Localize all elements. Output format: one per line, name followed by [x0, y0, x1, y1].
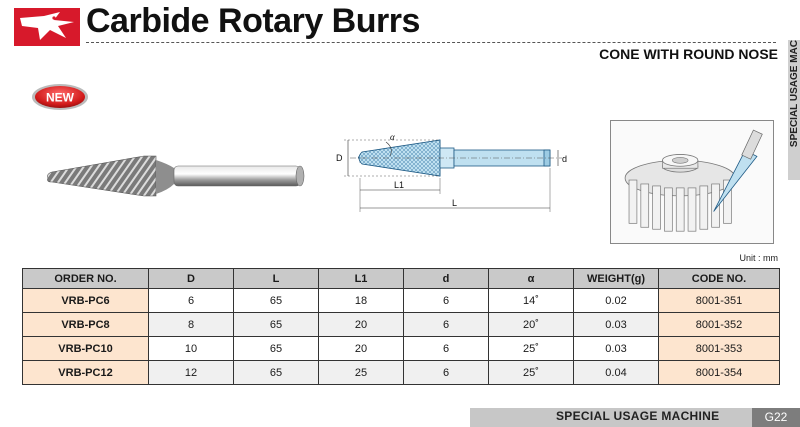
- unit-note: Unit : mm: [739, 253, 778, 263]
- new-badge: NEW: [32, 84, 88, 110]
- title-divider: [86, 42, 776, 43]
- dim-L-label: L: [452, 198, 457, 208]
- col-L1: L1: [318, 268, 404, 289]
- cell-order-no: VRB-PC12: [22, 360, 149, 385]
- cell-alpha: 14˚: [488, 288, 574, 313]
- table-row: VRB-PC12 12 65 25 6 25˚ 0.04 8001-354: [22, 360, 780, 385]
- brand-logo-icon: [14, 8, 80, 46]
- dim-alpha-label: α: [390, 132, 395, 142]
- cell-alpha: 25˚: [488, 336, 574, 361]
- col-alpha: α: [488, 268, 574, 289]
- cell-weight: 0.04: [573, 360, 659, 385]
- col-D: D: [148, 268, 234, 289]
- cell-d: 6: [403, 360, 489, 385]
- cell-L: 65: [233, 360, 319, 385]
- dim-d-label: d: [562, 154, 567, 164]
- cell-weight: 0.03: [573, 336, 659, 361]
- col-L: L: [233, 268, 319, 289]
- col-d: d: [403, 268, 489, 289]
- cell-alpha: 25˚: [488, 360, 574, 385]
- cell-D: 12: [148, 360, 234, 385]
- cell-weight: 0.02: [573, 288, 659, 313]
- cell-L1: 20: [318, 312, 404, 337]
- table-row: VRB-PC10 10 65 20 6 25˚ 0.03 8001-353: [22, 336, 780, 361]
- table-row: VRB-PC6 6 65 18 6 14˚ 0.02 8001-351: [22, 288, 780, 313]
- cell-L1: 18: [318, 288, 404, 313]
- side-section-tab: SPECIAL USAGE MAC: [788, 40, 800, 180]
- cell-L: 65: [233, 336, 319, 361]
- cell-D: 8: [148, 312, 234, 337]
- footer-bar: [470, 408, 800, 427]
- cell-L: 65: [233, 288, 319, 313]
- cell-code-no: 8001-354: [658, 360, 780, 385]
- cell-weight: 0.03: [573, 312, 659, 337]
- new-badge-label: NEW: [46, 91, 75, 105]
- cell-D: 6: [148, 288, 234, 313]
- cell-code-no: 8001-351: [658, 288, 780, 313]
- application-illustration: [610, 120, 774, 244]
- cell-order-no: VRB-PC10: [22, 336, 149, 361]
- cell-L1: 25: [318, 360, 404, 385]
- cell-order-no: VRB-PC8: [22, 312, 149, 337]
- dim-L1-label: L1: [394, 180, 404, 190]
- page-title: Carbide Rotary Burrs: [86, 2, 420, 40]
- product-subtitle: CONE WITH ROUND NOSE: [599, 46, 778, 62]
- col-code-no: CODE NO.: [658, 268, 780, 289]
- footer-section-label: SPECIAL USAGE MACHINE: [556, 409, 720, 423]
- spec-table: ORDER NO. D L L1 d α WEIGHT(g) CODE NO. …: [22, 268, 780, 385]
- cell-order-no: VRB-PC6: [22, 288, 149, 313]
- cell-L1: 20: [318, 336, 404, 361]
- cell-code-no: 8001-352: [658, 312, 780, 337]
- table-row: VRB-PC8 8 65 20 6 20˚ 0.03 8001-352: [22, 312, 780, 337]
- burr-photo: [47, 155, 305, 197]
- dim-D-label: D: [336, 153, 343, 163]
- cell-D: 10: [148, 336, 234, 361]
- page-number: G22: [752, 408, 800, 427]
- cell-code-no: 8001-353: [658, 336, 780, 361]
- table-header-row: ORDER NO. D L L1 d α WEIGHT(g) CODE NO.: [22, 268, 780, 289]
- dimension-diagram: D d α L1 L: [336, 132, 567, 212]
- cell-alpha: 20˚: [488, 312, 574, 337]
- col-weight: WEIGHT(g): [573, 268, 659, 289]
- cell-d: 6: [403, 288, 489, 313]
- cell-L: 65: [233, 312, 319, 337]
- col-order-no: ORDER NO.: [22, 268, 149, 289]
- side-tab-label: SPECIAL USAGE MAC: [789, 40, 800, 148]
- cell-d: 6: [403, 336, 489, 361]
- cell-d: 6: [403, 312, 489, 337]
